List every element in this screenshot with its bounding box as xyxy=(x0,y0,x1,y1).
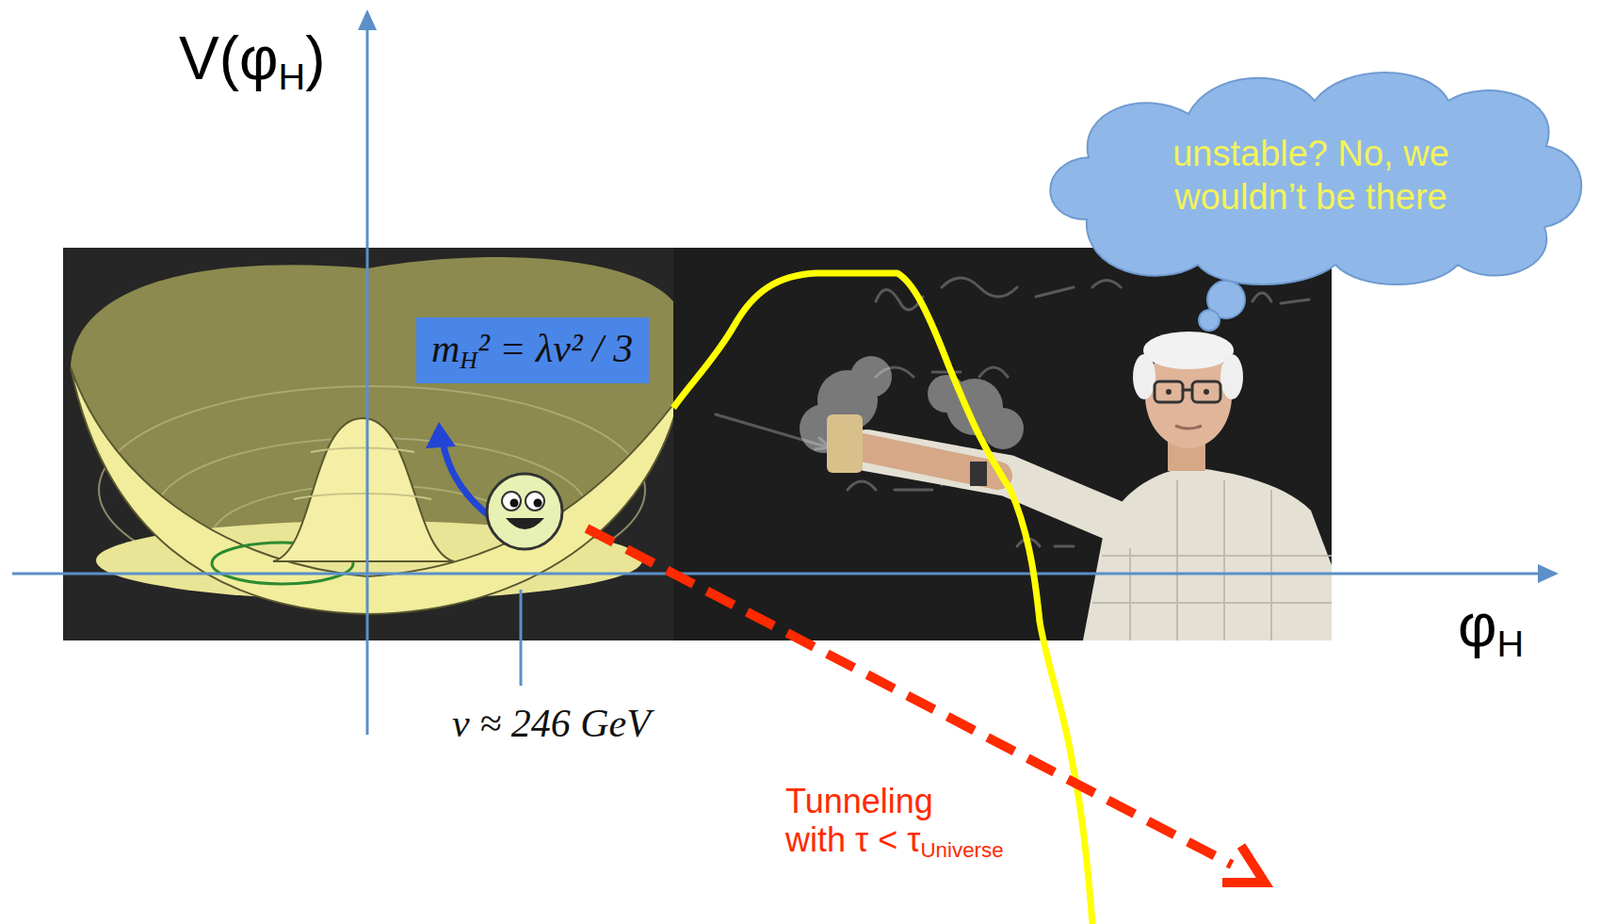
cloud-outline xyxy=(1030,59,1592,291)
node-text: mH² = λv² / 3 xyxy=(431,324,633,376)
cloud-shape xyxy=(1050,72,1582,285)
subscript: H xyxy=(1497,622,1525,664)
tunneling-arrow xyxy=(586,528,1265,883)
text-line: Tunneling xyxy=(785,781,1004,821)
annotation-label: Tunneling with τ < τUniverse xyxy=(785,781,1004,863)
potential-curve xyxy=(673,273,1093,924)
axis-label: V(φH) xyxy=(178,24,325,99)
mexican-hat-photo xyxy=(63,247,684,641)
subscript: H xyxy=(278,55,307,97)
subscript: Universe xyxy=(921,839,1004,863)
physicist-photo xyxy=(673,247,1332,641)
axis-label: φH xyxy=(1457,591,1524,666)
formula-box: mH² = λv² / 3 xyxy=(416,317,649,384)
thought-cloud: unstable? No, we wouldn’t be there xyxy=(1030,59,1592,291)
thought-bubbles xyxy=(1198,280,1245,331)
subscript: H xyxy=(459,346,478,374)
dimension-label: v ≈ 246 GeV xyxy=(449,700,654,746)
node-text: unstable? No, we wouldn’t be there xyxy=(1155,131,1467,220)
